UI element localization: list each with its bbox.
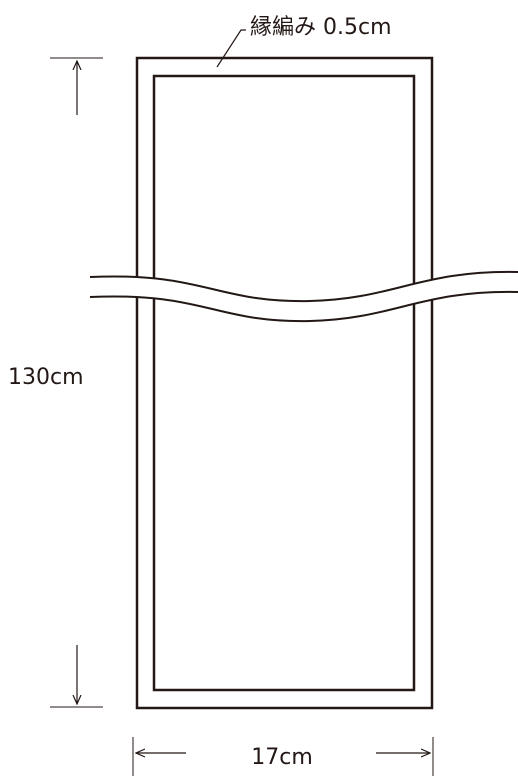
height-label: 130cm <box>8 365 84 390</box>
border-leader-line <box>216 29 246 68</box>
width-label: 17cm <box>251 745 313 770</box>
inner-border <box>152 74 416 692</box>
break-line-bottom <box>89 290 518 323</box>
outer-border <box>135 56 434 710</box>
border-label: 縁編み 0.5cm <box>250 15 392 40</box>
break-line-top <box>89 270 518 303</box>
break-band <box>90 271 518 322</box>
